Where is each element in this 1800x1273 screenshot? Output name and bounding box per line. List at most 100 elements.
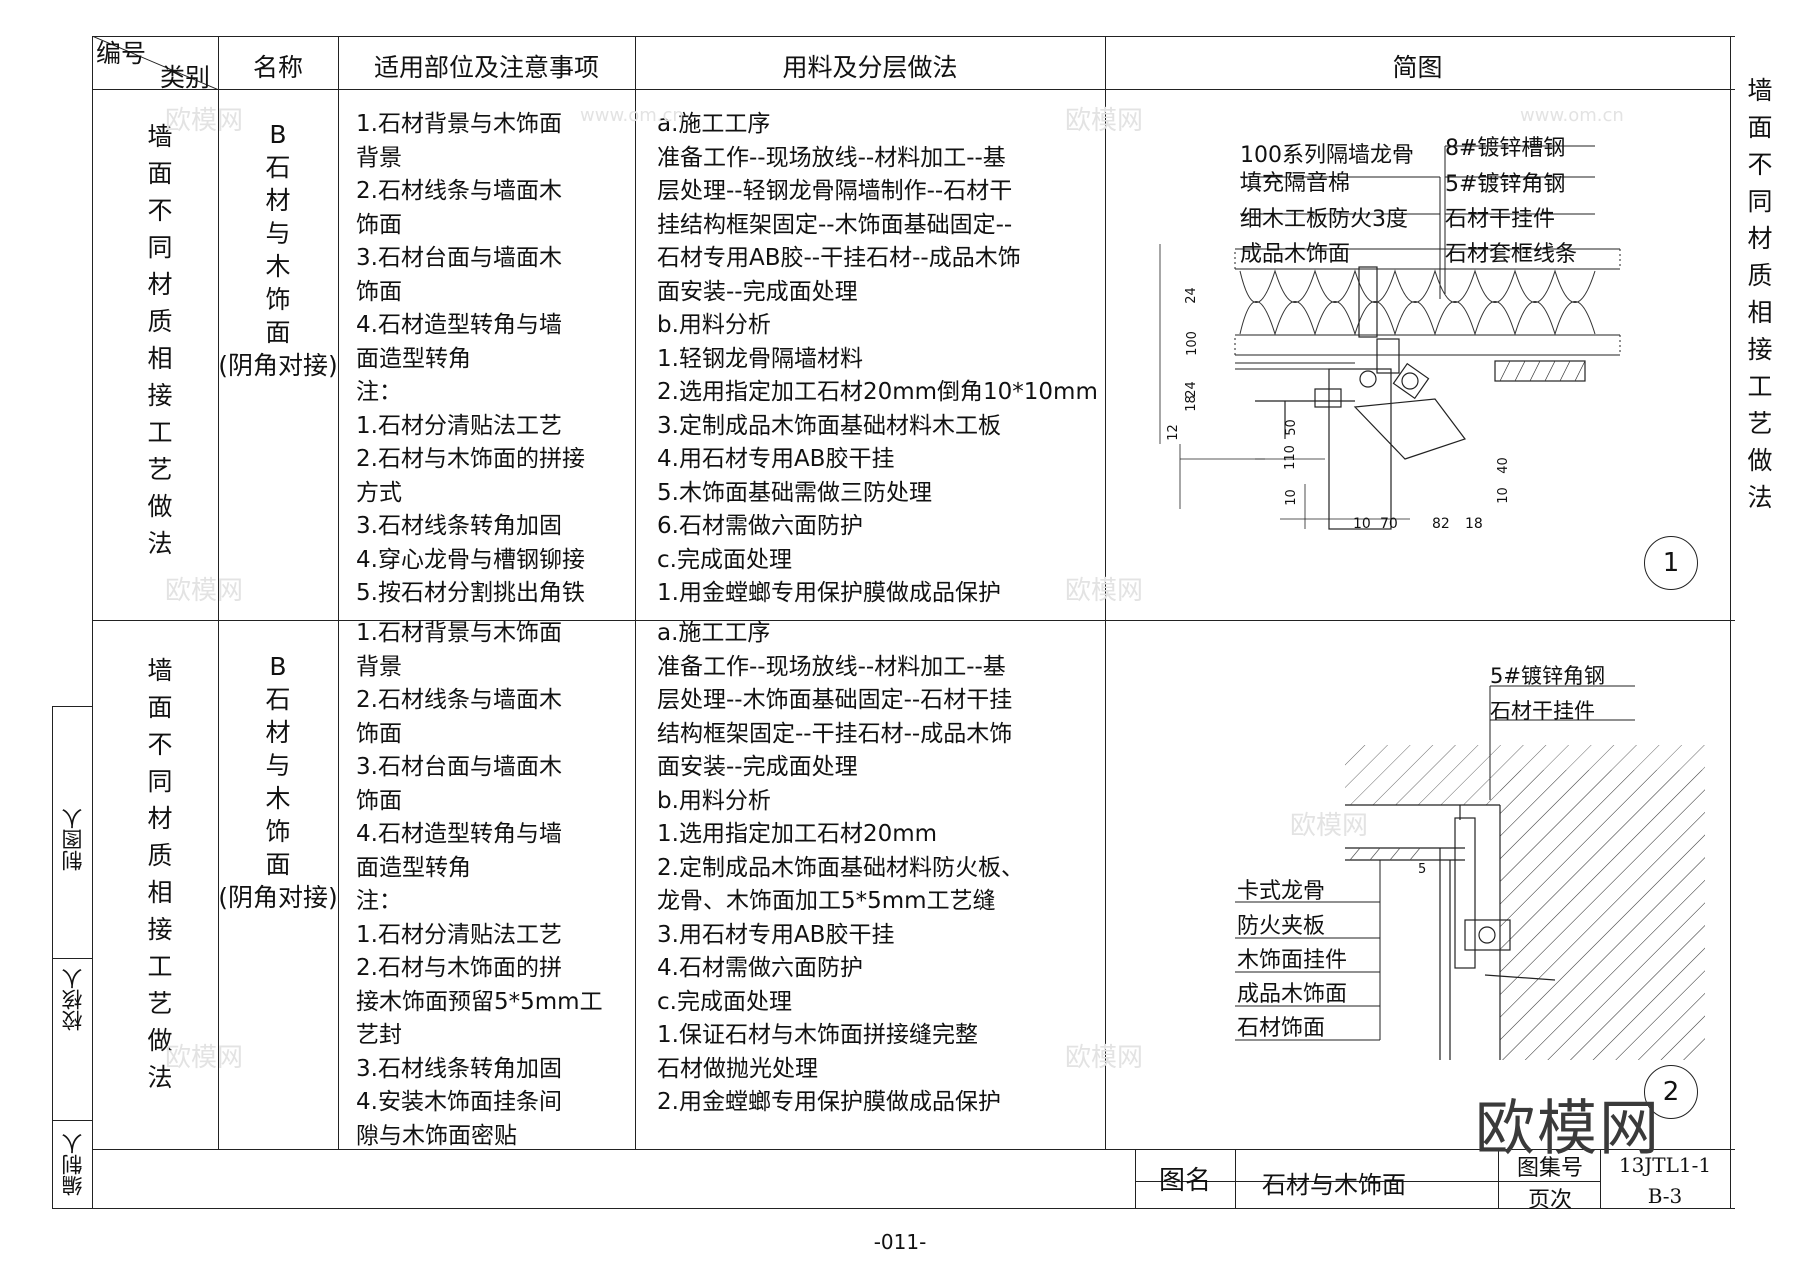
header-scope: 适用部位及注意事项 — [373, 53, 599, 82]
scope-line: 背景 — [356, 144, 402, 171]
name-line: 石 — [265, 153, 291, 182]
scope-line: 2.石材与木饰面的拼 — [356, 955, 562, 981]
label-angle-steel: 5#镀锌角钢 — [1445, 172, 1566, 197]
material-line: 3.用石材专用AB胶干挂 — [657, 921, 895, 948]
atlas-no: 13JTL1-1 — [1618, 1153, 1712, 1177]
material-line: 准备工作--现场放线--材料加工--基 — [657, 653, 1006, 680]
scope-line: 背景 — [356, 653, 402, 680]
material-line: 3.定制成品木饰面基础材料木工板 — [657, 412, 1001, 439]
dim: 50 — [1283, 419, 1299, 436]
label-veneer-hanger: 木饰面挂件 — [1237, 948, 1348, 973]
scope-line: 3.石材台面与墙面木 — [356, 245, 562, 271]
label-wood-veneer-2: 成品木饰面 — [1237, 982, 1348, 1007]
material-line: 2.选用指定加工石材20mm倒角10*10mm — [657, 379, 1098, 405]
detail-number-1: 1 — [1644, 536, 1698, 590]
dim: 70 — [1380, 516, 1398, 532]
name-line: 面 — [265, 318, 291, 347]
scope-line: 3.石材台面与墙面木 — [356, 754, 562, 780]
category-char: 接 — [147, 381, 173, 410]
material-line: 4.用石材专用AB胶干挂 — [657, 446, 895, 472]
rule — [1105, 36, 1106, 1149]
watermark-small: 欧模网 — [1290, 811, 1369, 841]
row-2-materials: a.施工工序准备工作--现场放线--材料加工--基层处理--木饰面基础固定--石… — [657, 617, 1024, 1120]
watermark-small: 欧模网 — [165, 576, 244, 606]
rule — [52, 1208, 1735, 1209]
right-title-char: 质 — [1747, 261, 1773, 290]
material-line: c.完成面处理 — [657, 546, 792, 573]
category-char: 材 — [147, 270, 173, 299]
category-char: 法 — [147, 529, 173, 558]
header-diagonal — [92, 36, 219, 90]
material-line: b.用料分析 — [657, 312, 771, 338]
scope-line: 1.石材分清贴法工艺 — [356, 412, 562, 439]
material-line: 1.轻钢龙骨隔墙材料 — [657, 345, 863, 372]
name-line: 面 — [265, 850, 291, 879]
material-line: 挂结构框架固定--木饰面基础固定-- — [657, 211, 1013, 238]
category-char: 工 — [147, 952, 173, 981]
label-stone-finish: 石材饰面 — [1237, 1016, 1326, 1041]
material-line: 层处理--木饰面基础固定--石材干挂 — [657, 687, 1013, 713]
section-diagram-2 — [1235, 685, 1705, 1060]
category-char: 法 — [147, 1063, 173, 1092]
scope-line: 饰面 — [356, 211, 402, 238]
dim: 40 — [1495, 457, 1511, 474]
scope-line: 2.石材与木饰面的拼接 — [356, 446, 585, 472]
compiled-by-label: 编制人 — [61, 1133, 85, 1196]
category-char: 工 — [147, 418, 173, 447]
material-line: 龙骨、木饰面加工5*5mm工艺缝 — [657, 888, 996, 914]
name-line: (阴角对接) — [218, 351, 338, 380]
rule — [1498, 1149, 1499, 1209]
material-line: 结构框架固定--干挂石材--成品木饰 — [657, 720, 1013, 747]
name-line: 饰 — [265, 817, 291, 846]
label-keel: 卡式龙骨 — [1237, 879, 1326, 904]
material-line: 面安装--完成面处理 — [657, 278, 858, 305]
watermark-brand: 欧模网 — [1475, 1094, 1661, 1164]
category-char: 墙 — [147, 122, 173, 151]
page-label: 页次 — [1527, 1188, 1572, 1213]
detail-number-2: 2 — [1644, 1065, 1698, 1119]
rule — [1135, 1149, 1136, 1209]
rule — [92, 620, 1735, 621]
right-title-char: 材 — [1747, 224, 1773, 253]
name-line: 木 — [265, 252, 291, 281]
dim: 5 — [1418, 862, 1427, 877]
scope-line: 2.石材线条与墙面木 — [356, 178, 562, 204]
material-line: 准备工作--现场放线--材料加工--基 — [657, 144, 1006, 171]
watermark-url: www.om.cn — [1520, 105, 1624, 126]
material-line: a.施工工序 — [657, 111, 771, 137]
right-title-char: 做 — [1747, 446, 1773, 475]
label-channel-steel: 8#镀锌槽钢 — [1445, 136, 1566, 161]
section-diagram-1 — [1159, 145, 1621, 530]
material-line: 层处理--轻钢龙骨隔墙制作--石材干 — [657, 178, 1013, 204]
material-line: 4.石材需做六面防护 — [657, 955, 863, 981]
scope-line: 面造型转角 — [356, 345, 471, 372]
rule — [1135, 1181, 1600, 1182]
label-hanger-2: 石材干挂件 — [1490, 699, 1595, 723]
figure-name: 石材与木饰面 — [1262, 1171, 1406, 1199]
label-wood-veneer: 成品木饰面 — [1240, 242, 1351, 267]
rule — [92, 36, 93, 1209]
category-char: 不 — [147, 730, 173, 759]
name-line: 木 — [265, 784, 291, 813]
category-char: 面 — [147, 159, 173, 188]
label-angle-steel-2: 5#镀锌角钢 — [1490, 664, 1605, 688]
name-line: B — [269, 652, 287, 681]
label-insulation: 填充隔音棉 — [1240, 171, 1351, 196]
scope-line: 饰面 — [356, 278, 402, 305]
scope-line: 3.石材线条转角加固 — [356, 1055, 562, 1082]
label-stone-frame: 石材套框线条 — [1445, 242, 1578, 267]
material-line: 1.选用指定加工石材20mm — [657, 821, 938, 847]
category-char: 材 — [147, 804, 173, 833]
page-number: -011- — [873, 1230, 927, 1254]
right-title-char: 同 — [1747, 187, 1773, 216]
category-char: 同 — [147, 767, 173, 796]
rule — [52, 706, 92, 707]
right-side-title: 墙面不同材质相接工艺做法 — [1740, 72, 1780, 516]
scope-line: 4.石材造型转角与墙 — [356, 821, 562, 847]
scope-line: 饰面 — [356, 787, 402, 814]
right-title-char: 接 — [1747, 335, 1773, 364]
category-char: 质 — [147, 307, 173, 336]
material-line: c.完成面处理 — [657, 988, 792, 1015]
